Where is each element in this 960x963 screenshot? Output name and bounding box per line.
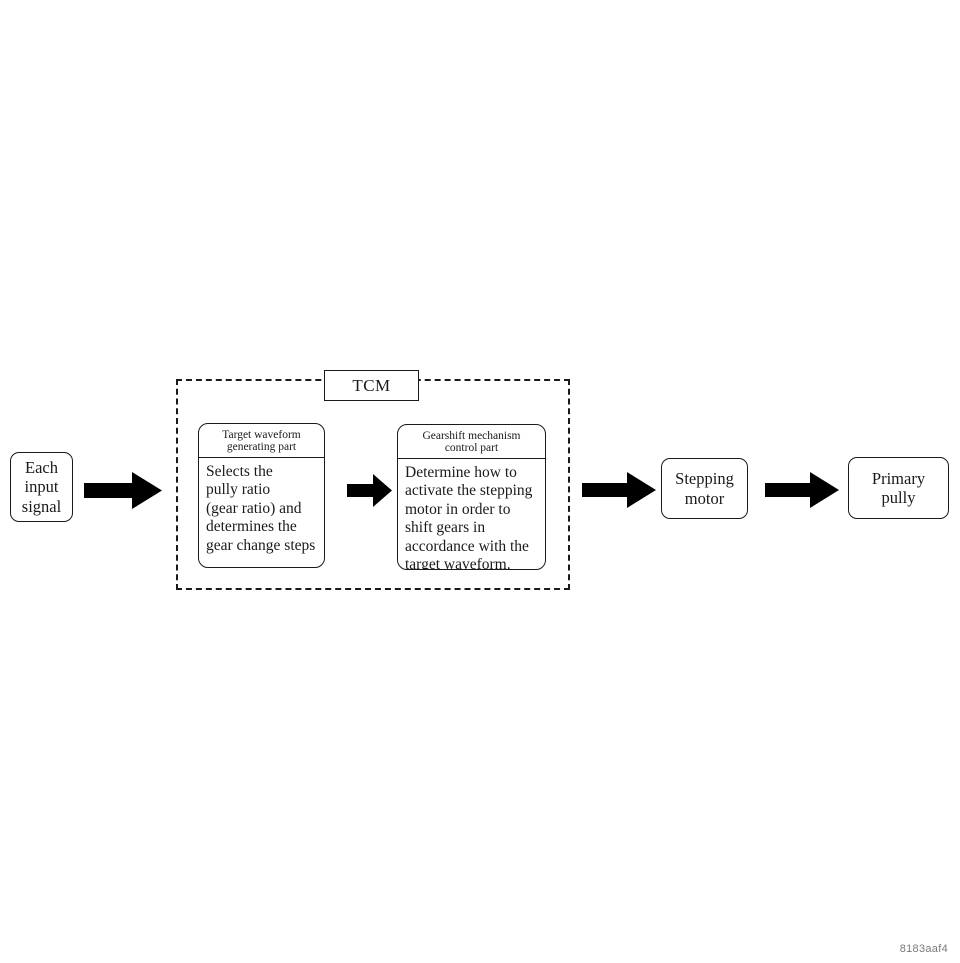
label-line: signal xyxy=(21,496,62,516)
header-line: Target waveform xyxy=(222,429,301,441)
arrow-waveform-to-gearshift-icon xyxy=(347,474,392,507)
part-target-waveform-generating: Target waveform generating part Selects … xyxy=(198,423,325,568)
header-line: generating part xyxy=(226,441,297,454)
body-line: activate the stepping xyxy=(405,482,533,500)
body-line: determines the xyxy=(206,518,297,536)
part-gearshift-mechanism-control: Gearshift mechanism control part Determi… xyxy=(397,424,546,570)
node-stepping-motor: Stepping motor xyxy=(661,458,748,519)
body-line: shift gears in xyxy=(405,519,486,537)
body-line: Determine how to xyxy=(405,463,517,481)
arrow-tcm-to-stepping-motor-icon xyxy=(582,472,656,508)
node-stepping-motor-label: Stepping motor xyxy=(675,469,734,507)
arrow-input-to-tcm-icon xyxy=(84,472,162,509)
header-line: Gearshift mechanism xyxy=(422,430,521,442)
label-line: motor xyxy=(684,488,725,508)
body-line: target waveform. xyxy=(405,556,511,570)
header-line: control part xyxy=(444,442,499,455)
label-line: Each xyxy=(25,458,58,478)
body-line: gear change steps xyxy=(206,536,316,554)
body-line: motor in order to xyxy=(405,500,511,518)
label-line: input xyxy=(24,477,59,497)
node-primary-pully: Primary pully xyxy=(848,457,949,519)
tcm-label-box: TCM xyxy=(324,370,419,401)
part-header: Target waveform generating part xyxy=(199,424,324,458)
arrow-stepping-motor-to-primary-pully-icon xyxy=(765,472,839,508)
part-body: Selects the pully ratio (gear ratio) and… xyxy=(199,458,324,567)
part-body: Determine how to activate the stepping m… xyxy=(398,459,545,570)
label-line: pully xyxy=(881,488,916,507)
label-line: Stepping xyxy=(675,469,734,489)
figure-id-watermark: 8183aaf4 xyxy=(899,943,948,955)
node-primary-pully-label: Primary pully xyxy=(872,469,925,507)
tcm-label-text: TCM xyxy=(352,375,391,395)
node-each-input-signal: Each input signal xyxy=(10,452,73,522)
label-line: Primary xyxy=(871,468,926,488)
body-line: accordance with the xyxy=(405,537,529,555)
body-line: Selects the xyxy=(206,462,273,480)
part-header: Gearshift mechanism control part xyxy=(398,425,545,459)
body-line: (gear ratio) and xyxy=(206,499,302,517)
node-each-input-signal-label: Each input signal xyxy=(22,458,61,515)
body-line: pully ratio xyxy=(206,481,271,499)
